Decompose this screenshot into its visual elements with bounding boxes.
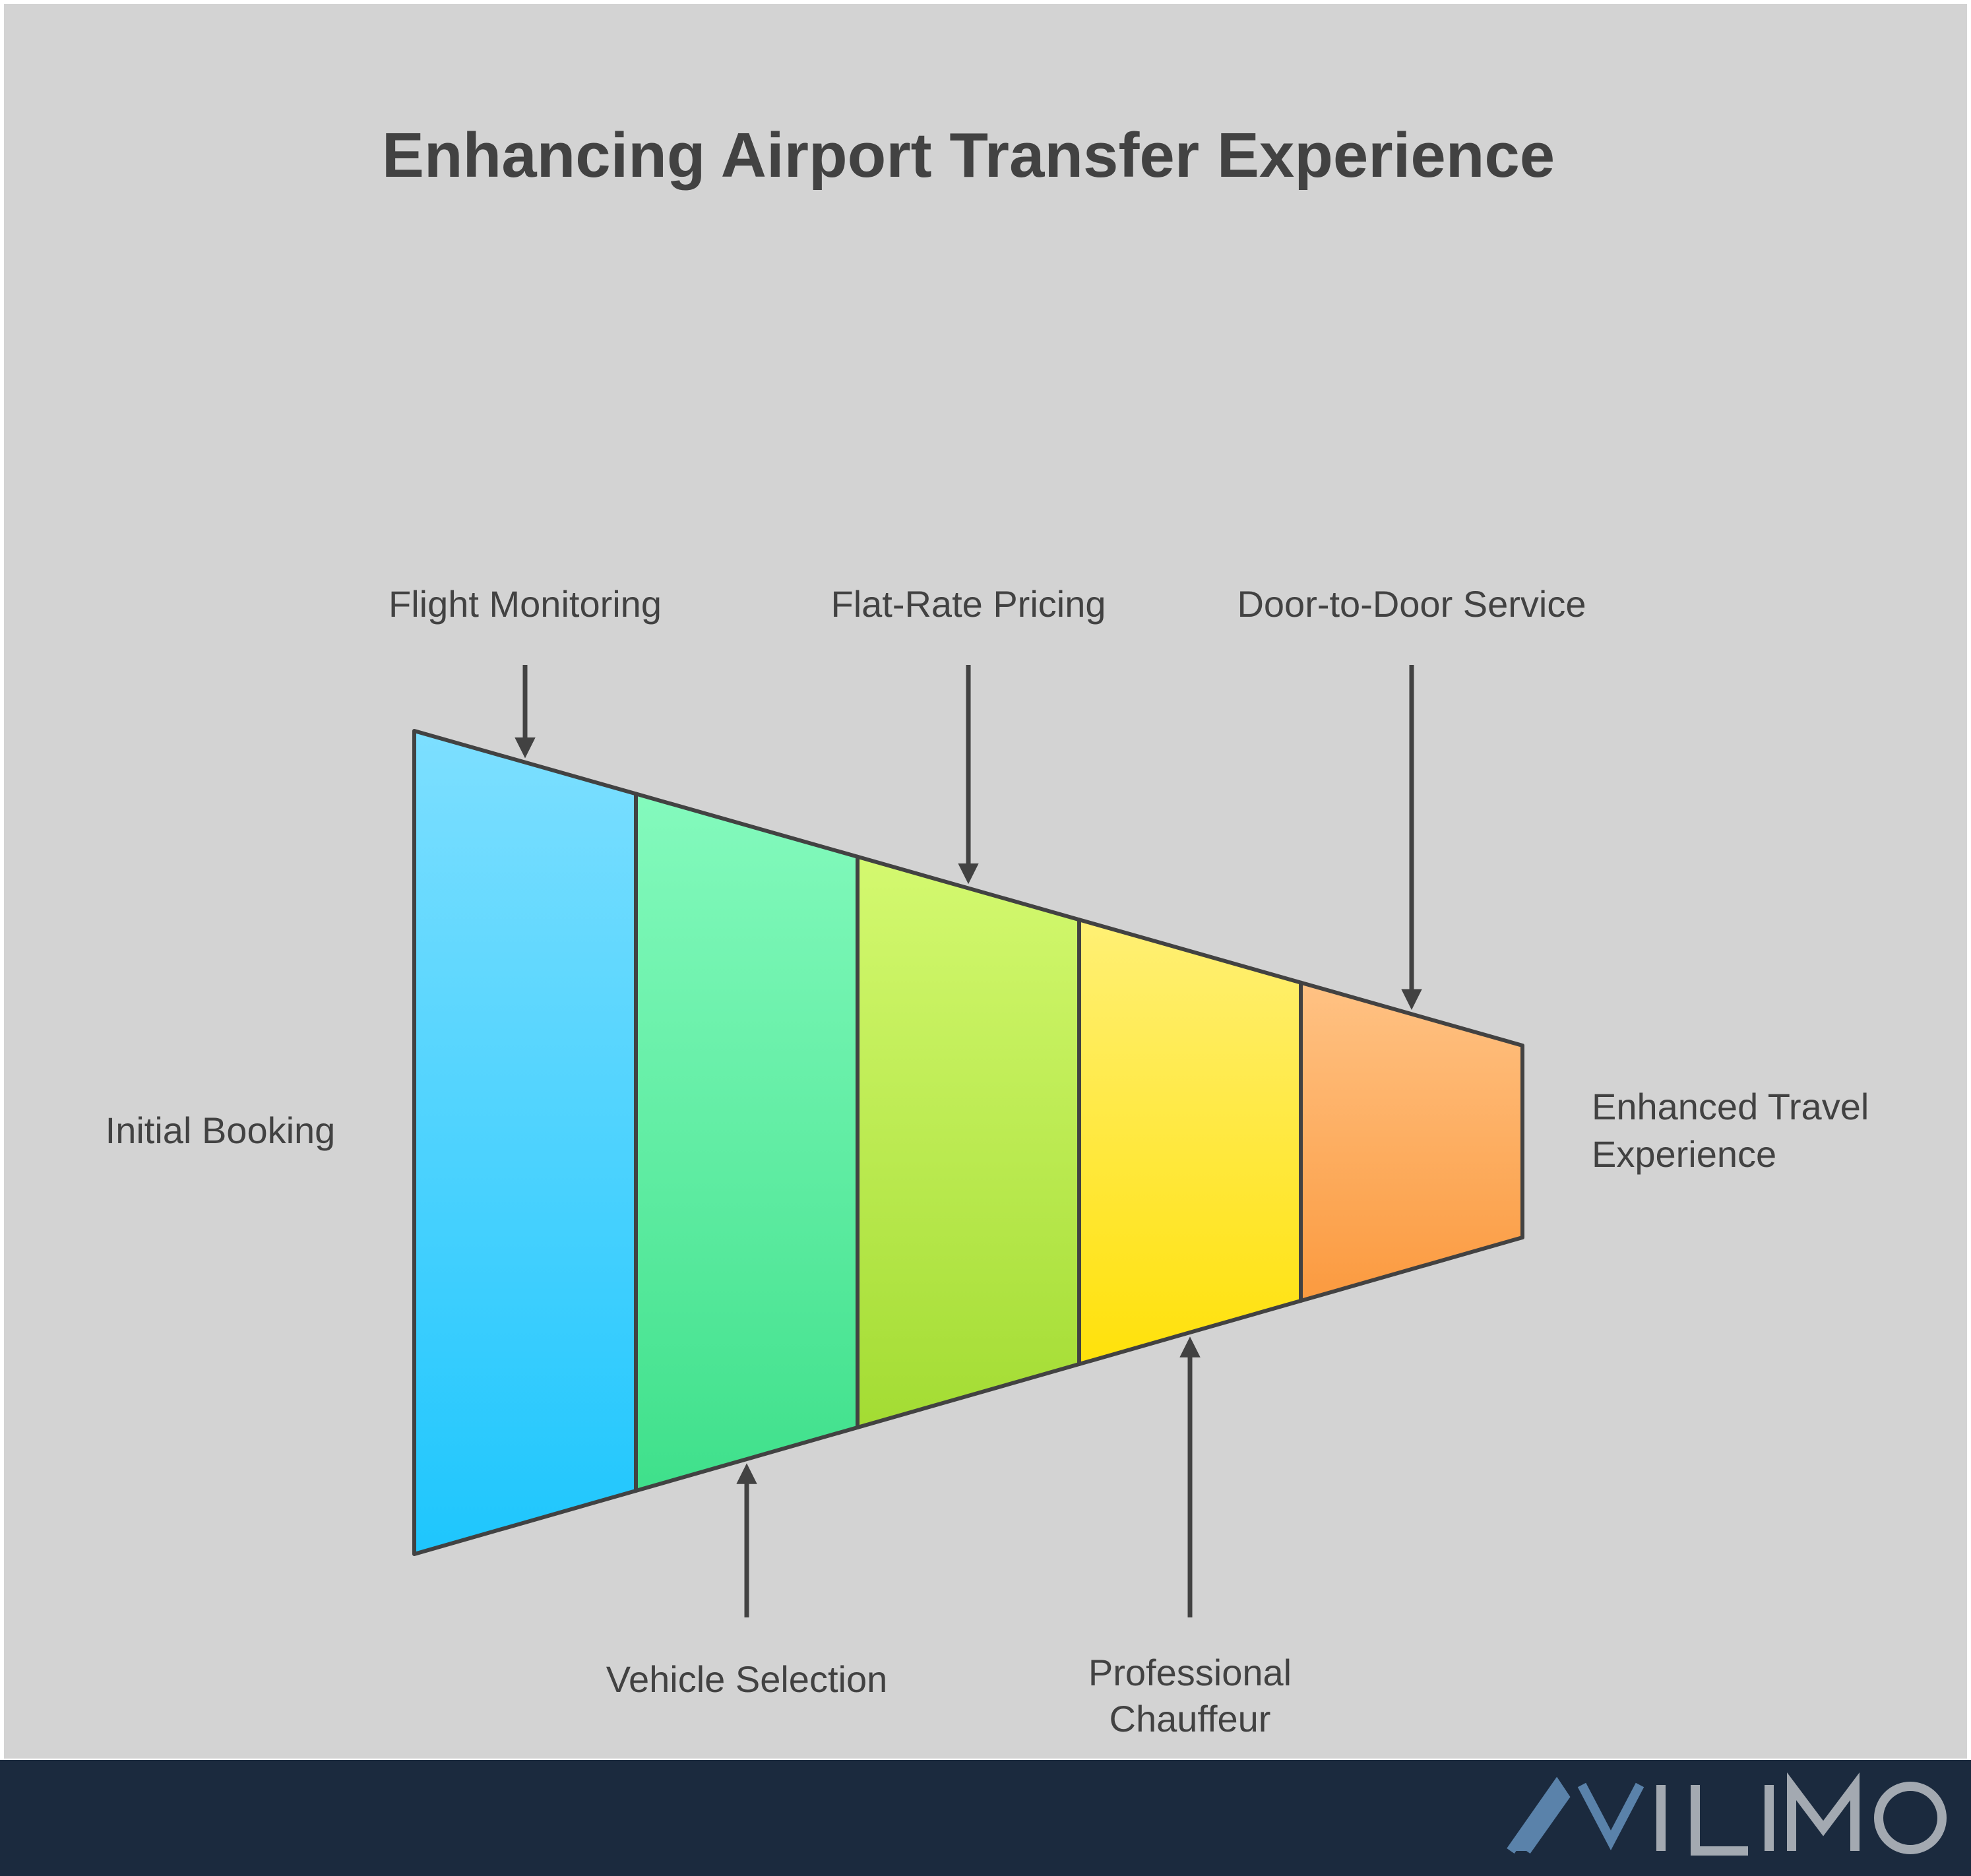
- top-callout-label-1-line-1: Flight Monitoring: [389, 583, 662, 625]
- funnel-stages: [412, 729, 1524, 1556]
- funnel-stage-2: [634, 792, 860, 1493]
- top-callout-label-1: Flight Monitoring: [389, 583, 662, 625]
- logo-mark: [1507, 1772, 1947, 1856]
- logo-letter-v: [1577, 1782, 1644, 1851]
- footer-bar: [0, 1760, 1971, 1876]
- bottom-callout-label-1-line-1: Vehicle Selection: [606, 1658, 888, 1700]
- funnel-stage-3: [856, 854, 1081, 1429]
- logo-letter-a: [1507, 1776, 1571, 1854]
- top-callout-label-3: Door-to-Door Service: [1237, 583, 1586, 625]
- bottom-callout-label-2-line-1: Professional: [1088, 1652, 1292, 1693]
- top-callout-label-2: Flat-Rate Pricing: [830, 583, 1106, 625]
- top-callout-3: Door-to-Door Service: [1237, 583, 1586, 1011]
- top-callout-label-3-line-1: Door-to-Door Service: [1237, 583, 1586, 625]
- bottom-callout-1: Vehicle Selection: [606, 1463, 888, 1700]
- top-callout-2: Flat-Rate Pricing: [830, 583, 1106, 885]
- bottom-callout-label-1: Vehicle Selection: [606, 1658, 888, 1700]
- diagram-title: Enhancing Airport Transfer Experience: [382, 120, 1555, 191]
- end-label-line-1: Enhanced Travel: [1592, 1086, 1869, 1127]
- brand-logo: [1507, 1772, 1947, 1856]
- end-label-line-2: Experience: [1592, 1133, 1776, 1175]
- logo-letter-o: [1874, 1782, 1947, 1854]
- top-callout-label-2-line-1: Flat-Rate Pricing: [830, 583, 1106, 625]
- end-label: Enhanced Travel Experience: [1592, 1086, 1879, 1175]
- funnel-stage-4: [1077, 918, 1303, 1366]
- top-callout-1: Flight Monitoring: [389, 583, 662, 759]
- start-label: Initial Booking: [106, 1110, 336, 1151]
- bottom-callout-label-2-line-2: Chauffeur: [1110, 1698, 1271, 1739]
- funnel-stage-5: [1299, 980, 1524, 1303]
- diagram-panel: [4, 4, 1967, 1759]
- funnel-stage-1: [412, 729, 638, 1556]
- logo-letter-m: [1787, 1772, 1860, 1851]
- logo-letter-l: [1691, 1785, 1748, 1856]
- callouts: Flight Monitoring Flat-Rate Pricing Door-t…: [389, 583, 1586, 1739]
